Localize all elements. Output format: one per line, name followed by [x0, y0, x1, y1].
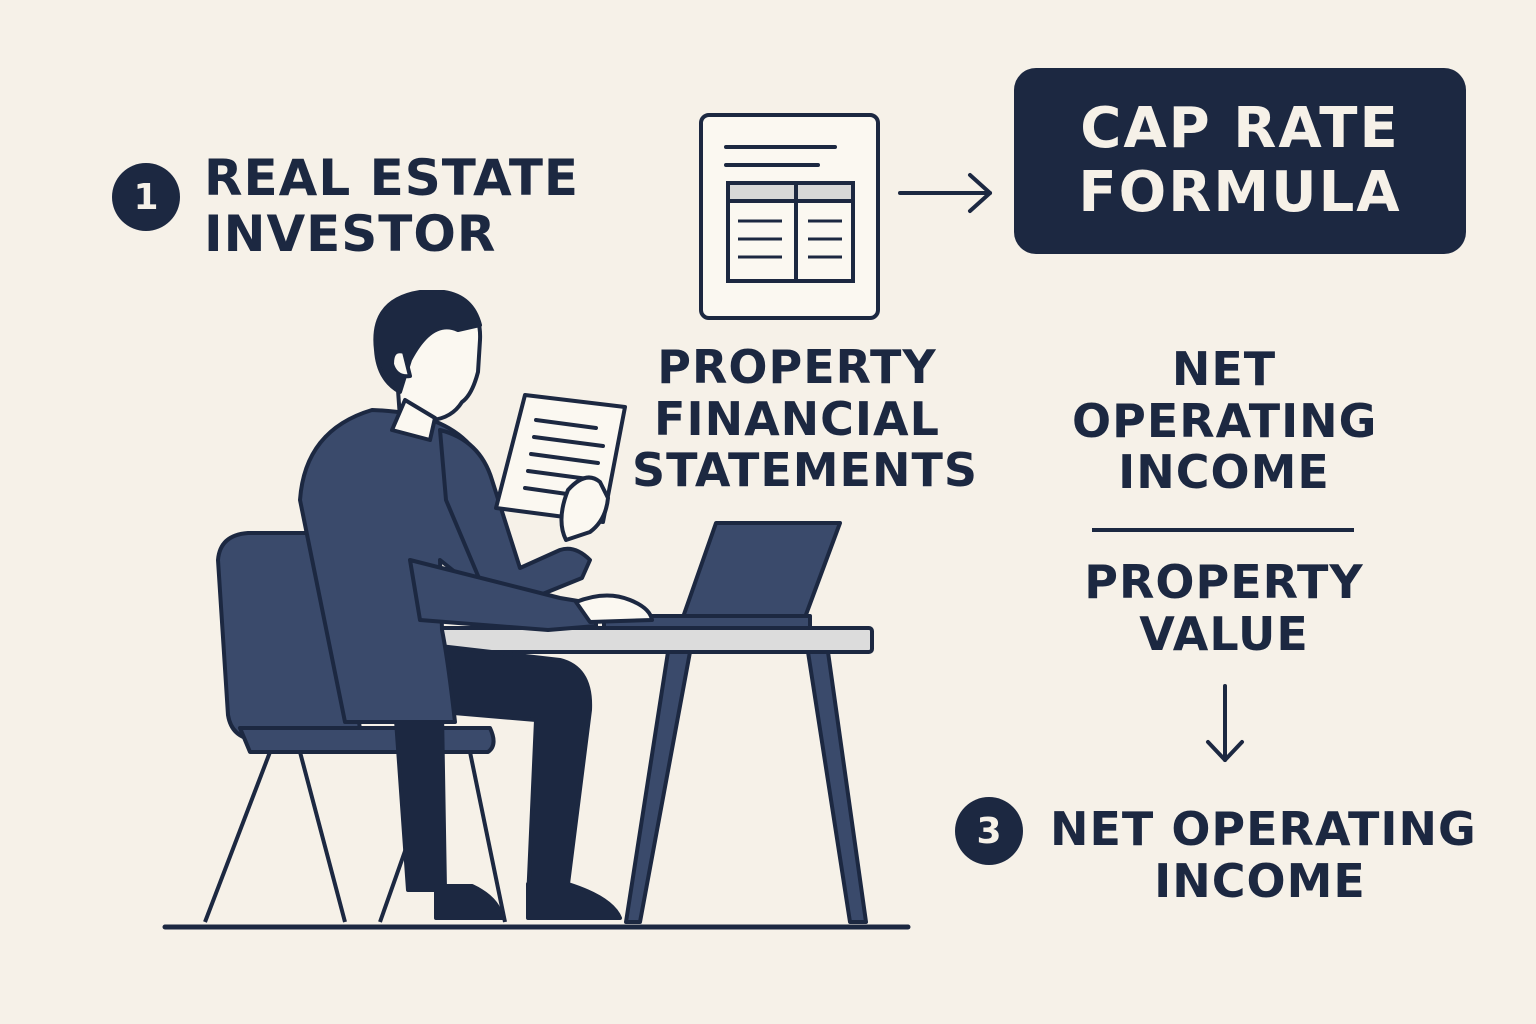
arrow-down-icon: [1206, 684, 1244, 762]
formula-title-line: CAP RATE: [1080, 95, 1400, 161]
numerator-line: NET: [1171, 342, 1277, 396]
step-3-label-line: NET OPERATING: [1050, 802, 1477, 856]
fraction-bar: [1092, 528, 1354, 532]
statements-label-line: FINANCIAL: [654, 391, 940, 446]
investor-figure: [298, 290, 654, 920]
statements-label-line: PROPERTY: [657, 340, 937, 394]
step-1-badge: 1: [112, 163, 180, 231]
financial-statement-document-icon: [699, 113, 992, 320]
step-3-label-line: INCOME: [1154, 853, 1366, 908]
step-3-label: NET OPERATING INCOME: [1050, 802, 1477, 908]
property-financial-statements-label: PROPERTY FINANCIAL STATEMENTS: [632, 340, 978, 498]
formula-denominator: PROPERTY VALUE: [1072, 555, 1376, 661]
step-1-label-line: REAL ESTATE: [204, 149, 580, 207]
denominator-line: VALUE: [1139, 606, 1309, 661]
step-1-label: REAL ESTATE INVESTOR: [204, 150, 579, 262]
statements-label-line: STATEMENTS: [632, 443, 978, 498]
cap-rate-formula-box: CAP RATE FORMULA: [1014, 68, 1466, 254]
numerator-line: INCOME: [1118, 445, 1330, 500]
laptop-illustration: [602, 521, 842, 630]
step-3-badge: 3: [955, 797, 1023, 865]
step-1-label-line: INVESTOR: [204, 205, 497, 263]
formula-title-line: FORMULA: [1078, 160, 1402, 225]
formula-numerator: NET OPERATING INCOME: [1072, 342, 1378, 500]
numerator-line: OPERATING: [1072, 393, 1378, 448]
desk-illustration: [403, 626, 874, 924]
investor-at-desk-illustration: [162, 290, 911, 930]
denominator-line: PROPERTY: [1084, 555, 1364, 609]
arrow-right-icon: [898, 173, 992, 213]
